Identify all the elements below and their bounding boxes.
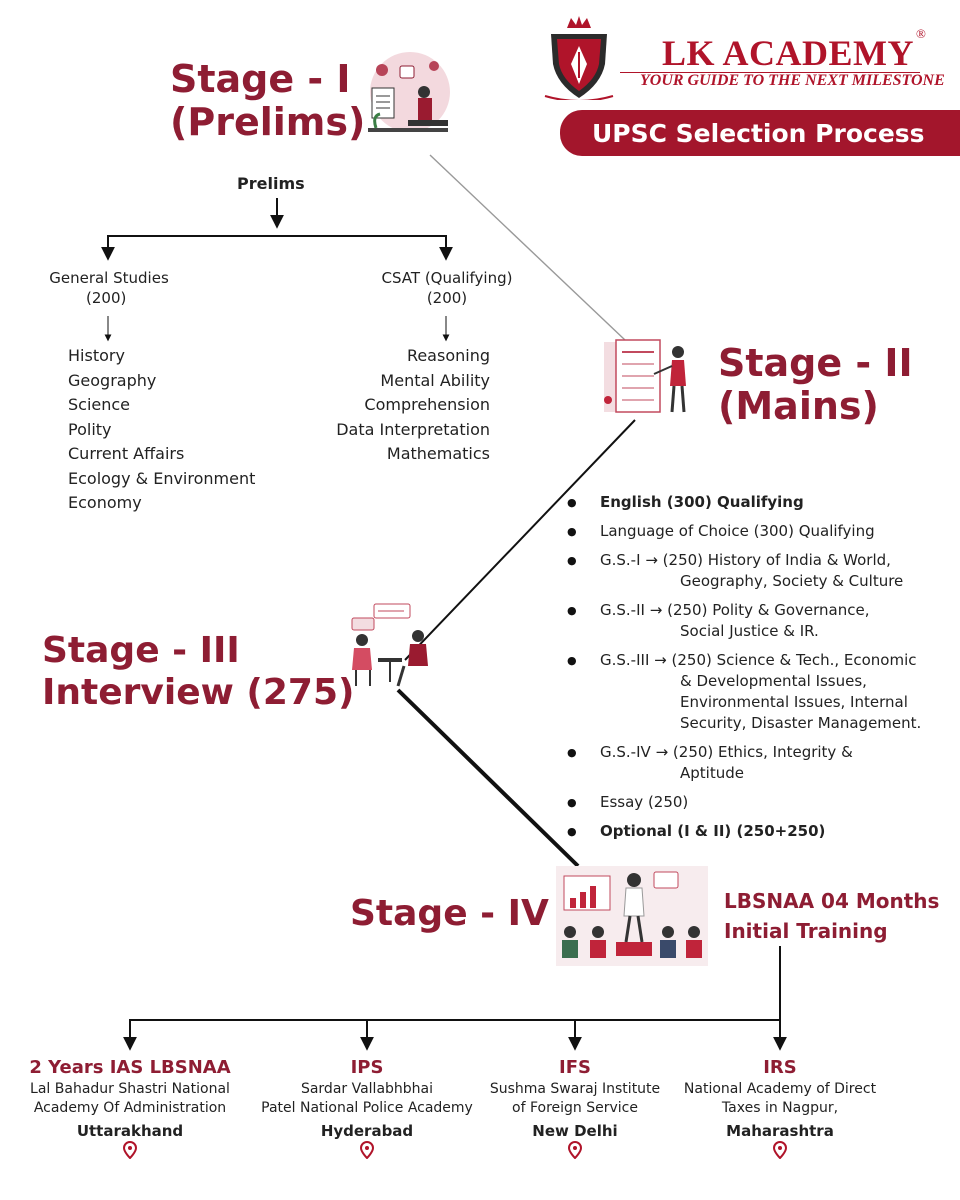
career-institute-line2: of Foreign Service bbox=[475, 1099, 675, 1118]
list-item: Essay (250) bbox=[565, 792, 960, 813]
registered-mark: ® bbox=[916, 26, 926, 42]
gs-paper-name: General Studies bbox=[44, 268, 174, 288]
list-item: Optional (I & II) (250+250) bbox=[565, 821, 960, 842]
mains-paper-list: English (300) Qualifying Language of Cho… bbox=[565, 492, 960, 850]
career-ifs: IFS Sushma Swaraj Institute of Foreign S… bbox=[475, 1058, 675, 1165]
career-institute-line2: Patel National Police Academy bbox=[257, 1099, 477, 1118]
list-item: Polity bbox=[68, 418, 255, 443]
training-line2: Initial Training bbox=[724, 916, 939, 946]
classroom-training-illustration bbox=[552, 862, 712, 972]
training-line1: LBSNAA 04 Months bbox=[724, 886, 939, 916]
brand-logo-icon bbox=[543, 14, 615, 100]
list-item: Ecology & Environment bbox=[68, 467, 255, 492]
training-label: LBSNAA 04 Months Initial Training bbox=[724, 886, 939, 946]
career-location: Uttarakhand bbox=[20, 1122, 240, 1141]
career-location: Hyderabad bbox=[257, 1122, 477, 1141]
stage3-line1: Stage - III bbox=[42, 630, 354, 672]
list-item: History bbox=[68, 344, 255, 369]
career-title: 2 Years IAS LBSNAA bbox=[20, 1058, 240, 1077]
career-institute-line2: Taxes in Nagpur, bbox=[678, 1099, 882, 1118]
list-item: G.S.-III → (250) Science & Tech., Econom… bbox=[565, 650, 960, 734]
brand-name: LK ACADEMY bbox=[662, 32, 914, 74]
stage4-title: Stage - IV bbox=[350, 894, 549, 934]
location-pin-icon bbox=[475, 1141, 675, 1165]
career-institute-line1: National Academy of Direct bbox=[678, 1080, 882, 1099]
prelims-heading: Prelims bbox=[237, 174, 305, 193]
list-item: Current Affairs bbox=[68, 442, 255, 467]
brand-tagline: YOUR GUIDE TO THE NEXT MILESTONE bbox=[640, 72, 945, 90]
list-item: Reasoning bbox=[300, 344, 490, 369]
list-item: Geography bbox=[68, 369, 255, 394]
career-location: New Delhi bbox=[475, 1122, 675, 1141]
list-item: G.S.-I → (250) History of India & World,… bbox=[565, 550, 960, 592]
list-item: English (300) Qualifying bbox=[565, 492, 960, 513]
interview-illustration bbox=[346, 600, 436, 690]
career-title: IPS bbox=[257, 1058, 477, 1077]
list-item: Science bbox=[68, 393, 255, 418]
csat-paper-marks: (200) bbox=[372, 288, 522, 308]
career-ips: IPS Sardar Vallabhbhai Patel National Po… bbox=[257, 1058, 477, 1165]
list-item: Economy bbox=[68, 491, 255, 516]
csat-paper-title: CSAT (Qualifying) (200) bbox=[372, 268, 522, 308]
list-item: Language of Choice (300) Qualifying bbox=[565, 521, 960, 542]
career-ias: 2 Years IAS LBSNAA Lal Bahadur Shastri N… bbox=[20, 1058, 240, 1165]
stage3-line2: Interview (275) bbox=[42, 672, 354, 714]
exam-paper-illustration bbox=[598, 334, 694, 418]
study-desk-illustration bbox=[362, 48, 454, 144]
career-institute-line1: Lal Bahadur Shastri National bbox=[20, 1080, 240, 1099]
stage1-line2: (Prelims) bbox=[170, 101, 365, 144]
career-institute-line2: Academy Of Administration bbox=[20, 1099, 240, 1118]
stage2-line1: Stage - II bbox=[718, 342, 913, 385]
process-banner: UPSC Selection Process bbox=[560, 110, 960, 156]
gs-paper-marks: (200) bbox=[44, 288, 174, 308]
career-irs: IRS National Academy of Direct Taxes in … bbox=[678, 1058, 882, 1165]
career-location: Maharashtra bbox=[678, 1122, 882, 1141]
list-item: Data Interpretation bbox=[300, 418, 490, 443]
career-title: IRS bbox=[678, 1058, 882, 1077]
location-pin-icon bbox=[20, 1141, 240, 1165]
list-item: Comprehension bbox=[300, 393, 490, 418]
csat-paper-name: CSAT (Qualifying) bbox=[372, 268, 522, 288]
list-item: G.S.-IV → (250) Ethics, Integrity &Aptit… bbox=[565, 742, 960, 784]
stage2-line2: (Mains) bbox=[718, 385, 913, 428]
stage1-title: Stage - I (Prelims) bbox=[170, 58, 365, 143]
career-institute-line1: Sushma Swaraj Institute bbox=[475, 1080, 675, 1099]
location-pin-icon bbox=[257, 1141, 477, 1165]
location-pin-icon bbox=[678, 1141, 882, 1165]
stage3-title: Stage - III Interview (275) bbox=[42, 630, 354, 714]
gs-subject-list: History Geography Science Polity Current… bbox=[68, 344, 255, 516]
stage3-to-stage4-line bbox=[398, 690, 578, 866]
csat-subject-list: Reasoning Mental Ability Comprehension D… bbox=[300, 344, 490, 467]
stage2-title: Stage - II (Mains) bbox=[718, 342, 913, 427]
career-institute-line1: Sardar Vallabhbhai bbox=[257, 1080, 477, 1099]
list-item: G.S.-II → (250) Polity & Governance,Soci… bbox=[565, 600, 960, 642]
gs-paper-title: General Studies (200) bbox=[44, 268, 174, 308]
career-title: IFS bbox=[475, 1058, 675, 1077]
list-item: Mental Ability bbox=[300, 369, 490, 394]
stage1-to-stage2-line bbox=[430, 155, 625, 340]
stage1-line1: Stage - I bbox=[170, 58, 365, 101]
list-item: Mathematics bbox=[300, 442, 490, 467]
